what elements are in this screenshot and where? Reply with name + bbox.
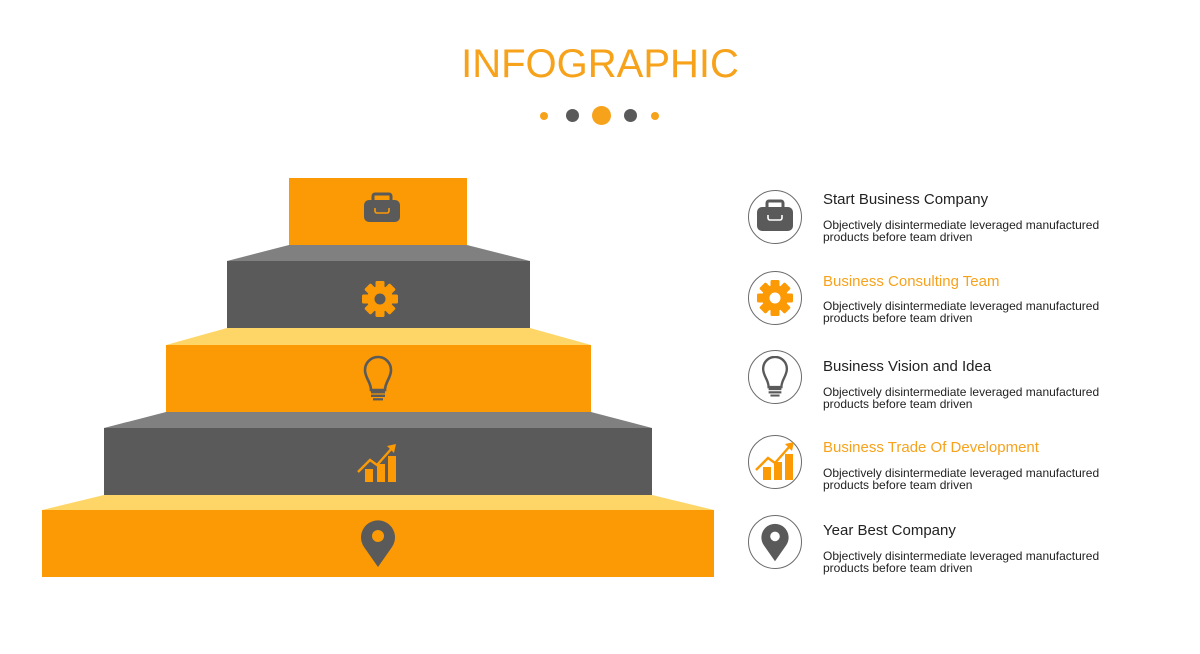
list-item: Business Vision and Idea Objectively dis… — [748, 350, 1168, 410]
icon-circle — [748, 435, 802, 489]
dot-gray — [566, 109, 579, 122]
lightbulb-icon — [363, 355, 393, 401]
item-description: Objectively disintermediate leveraged ma… — [823, 299, 1100, 325]
item-description: Objectively disintermediate leveraged ma… — [823, 218, 1100, 244]
item-title: Start Business Company — [823, 191, 989, 208]
list-item: Business Trade Of Development Objectivel… — [748, 435, 1168, 495]
gear-icon — [757, 280, 793, 316]
pyramid-step-4 — [104, 412, 652, 495]
gear-icon — [362, 281, 398, 317]
item-description: Objectively disintermediate leveraged ma… — [823, 385, 1100, 411]
item-description: Objectively disintermediate leveraged ma… — [823, 466, 1100, 492]
briefcase-icon — [364, 192, 400, 222]
icon-circle — [748, 190, 802, 244]
item-description: Objectively disintermediate leveraged ma… — [823, 549, 1100, 575]
icon-circle — [748, 271, 802, 325]
title-dots-divider — [0, 106, 1200, 126]
stair-pyramid — [42, 178, 714, 577]
dot-small-orange — [540, 112, 548, 120]
lightbulb-icon — [761, 356, 789, 397]
item-title: Business Consulting Team — [823, 273, 1000, 290]
page-title: INFOGRAPHIC — [461, 42, 739, 86]
icon-circle — [748, 350, 802, 404]
location-pin-icon — [361, 520, 395, 567]
item-title: Year Best Company — [823, 522, 956, 539]
icon-circle — [748, 515, 802, 569]
list-item: Business Consulting Team Objectively dis… — [748, 271, 1168, 331]
location-pin-icon — [761, 523, 789, 562]
briefcase-icon — [757, 199, 793, 231]
item-title: Business Vision and Idea — [823, 358, 992, 375]
dot-gray — [624, 109, 637, 122]
growth-chart-icon — [755, 442, 794, 480]
dot-large-orange — [592, 106, 611, 125]
list-item: Start Business Company Objectively disin… — [748, 190, 1168, 250]
list-item: Year Best Company Objectively disinterme… — [748, 515, 1168, 575]
item-title: Business Trade Of Development — [823, 439, 1039, 456]
dot-small-orange — [651, 112, 659, 120]
growth-chart-icon — [357, 444, 396, 482]
